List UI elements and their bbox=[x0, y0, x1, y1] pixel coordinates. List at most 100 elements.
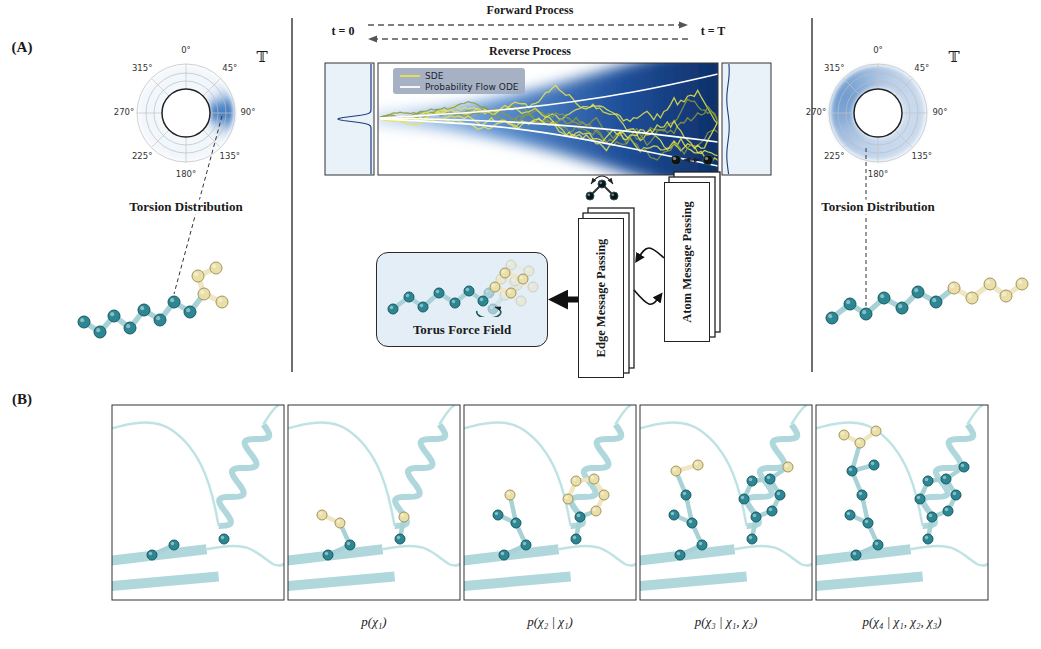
atom-highlight bbox=[699, 542, 703, 546]
atom-highlight bbox=[767, 476, 771, 480]
atom-highlight bbox=[347, 542, 351, 546]
helix-ribbon bbox=[395, 425, 446, 526]
atom-highlight bbox=[753, 514, 757, 518]
loop-coil bbox=[207, 546, 284, 566]
atom bbox=[912, 286, 924, 298]
atom-highlight bbox=[573, 536, 577, 540]
panel-background bbox=[640, 405, 812, 600]
atom bbox=[335, 518, 345, 528]
time-label: t = T bbox=[701, 25, 726, 39]
atom-highlight bbox=[925, 536, 929, 540]
atom-highlight bbox=[523, 542, 527, 546]
node-title: Torus Force Field bbox=[413, 322, 511, 338]
atom-highlight bbox=[507, 492, 511, 496]
molecule-illustration bbox=[78, 116, 228, 338]
angle-tick: 270° bbox=[806, 108, 826, 118]
loop-coil bbox=[640, 422, 747, 526]
atom bbox=[94, 326, 106, 338]
loop-coil bbox=[791, 405, 812, 425]
atom-highlight bbox=[849, 468, 853, 472]
atom bbox=[751, 512, 761, 522]
panel-frame bbox=[288, 405, 460, 600]
atom-highlight bbox=[932, 298, 936, 302]
atom bbox=[839, 430, 849, 440]
atom bbox=[765, 474, 775, 484]
atom-highlight bbox=[599, 181, 602, 184]
atom-highlight bbox=[865, 520, 869, 524]
atom-highlight bbox=[859, 492, 863, 496]
atom-highlight bbox=[961, 464, 965, 468]
atom bbox=[169, 540, 179, 550]
radial-grid bbox=[137, 113, 162, 114]
atom bbox=[671, 466, 681, 476]
atom-highlight bbox=[769, 508, 773, 512]
angle-tick: 315° bbox=[824, 64, 844, 74]
radial-grid bbox=[895, 78, 913, 96]
atom-highlight bbox=[945, 508, 949, 512]
atom-highlight bbox=[401, 514, 405, 518]
force-field-illustration bbox=[377, 253, 549, 317]
sde-trajectory bbox=[380, 90, 718, 129]
atom bbox=[873, 540, 883, 550]
prior-distribution-panel bbox=[722, 63, 771, 175]
atom-highlight bbox=[841, 432, 845, 436]
atom bbox=[571, 534, 581, 544]
atom bbox=[399, 512, 409, 522]
atom-highlight bbox=[501, 552, 505, 556]
bond-arrow bbox=[684, 159, 700, 160]
atom-highlight bbox=[526, 268, 530, 272]
atom bbox=[418, 302, 428, 312]
molecule-illustration bbox=[826, 148, 1028, 324]
legend-line-sample bbox=[399, 72, 421, 80]
protein-panel bbox=[459, 400, 641, 600]
atom-highlight bbox=[1002, 292, 1006, 296]
atom bbox=[703, 155, 713, 165]
angle-tick: 180° bbox=[176, 170, 196, 180]
process-label: Forward Process bbox=[487, 4, 574, 18]
angle-tick: 45° bbox=[914, 64, 929, 74]
atom bbox=[450, 298, 460, 308]
forward-arrow bbox=[368, 24, 688, 25]
atom-highlight bbox=[337, 520, 341, 524]
atom-highlight bbox=[673, 157, 677, 161]
atom bbox=[941, 474, 951, 484]
sde-trajectory bbox=[380, 102, 718, 160]
process-label: Reverse Process bbox=[489, 45, 571, 59]
atom-highlight bbox=[853, 552, 857, 556]
atom-highlight bbox=[671, 512, 675, 516]
angle-tick: 225° bbox=[824, 152, 844, 162]
atom bbox=[851, 550, 861, 560]
atom-highlight bbox=[875, 542, 879, 546]
atom-highlight bbox=[126, 324, 130, 328]
atom-highlight bbox=[862, 310, 866, 314]
atom-highlight bbox=[968, 294, 972, 298]
atom bbox=[464, 286, 474, 296]
atom bbox=[323, 550, 333, 560]
loop-coil bbox=[816, 422, 923, 526]
message-passing-stack: Atom Message Passing bbox=[664, 182, 710, 342]
atom-highlight bbox=[593, 508, 597, 512]
atom bbox=[138, 304, 150, 316]
plot-frame bbox=[378, 63, 718, 175]
atom-highlight bbox=[140, 306, 144, 310]
ring-grid bbox=[137, 64, 235, 162]
atom-highlight bbox=[986, 280, 990, 284]
atom-highlight bbox=[200, 290, 204, 294]
atom-highlight bbox=[871, 462, 875, 466]
angle-tick: 0° bbox=[873, 46, 883, 56]
atom bbox=[783, 462, 793, 472]
loop-coil bbox=[112, 422, 219, 526]
atom-highlight bbox=[846, 300, 850, 304]
atom bbox=[671, 155, 681, 165]
leader-line bbox=[866, 148, 867, 306]
torus-inner-circle bbox=[162, 89, 210, 137]
atom bbox=[518, 274, 528, 284]
atom bbox=[434, 288, 444, 298]
angle-icon bbox=[586, 176, 618, 200]
atom-highlight bbox=[943, 476, 947, 480]
atom-highlight bbox=[221, 536, 225, 540]
atom-highlight bbox=[170, 298, 174, 302]
atom bbox=[586, 192, 594, 200]
atom-highlight bbox=[577, 514, 581, 518]
figure-part bbox=[493, 474, 609, 560]
